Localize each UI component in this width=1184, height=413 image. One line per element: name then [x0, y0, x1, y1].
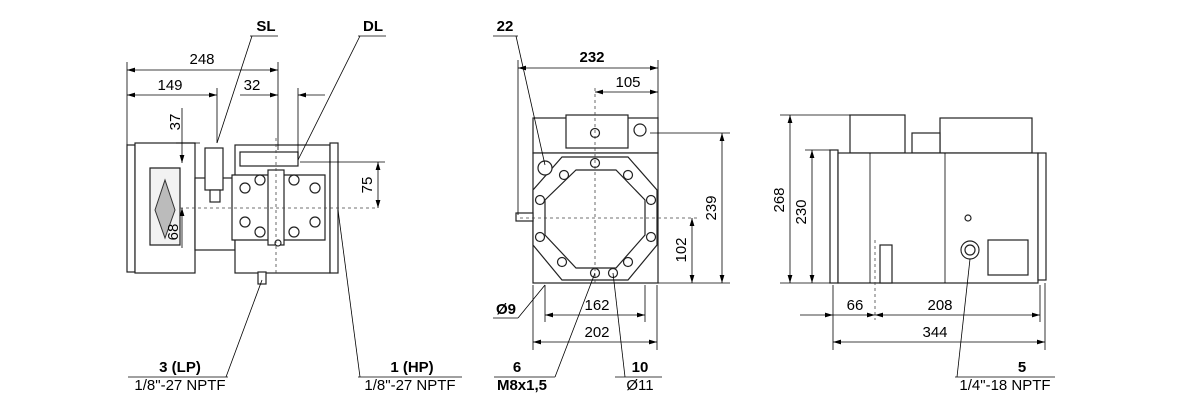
logo-icon	[154, 178, 176, 240]
label-22: 22	[497, 18, 514, 35]
dim-37: 37	[167, 114, 184, 131]
side-view: 248 149 32 37 68 75 SL DL 3 (LP) 1/8"-27…	[126, 18, 462, 394]
dim-268: 268	[771, 187, 788, 212]
dim-66: 66	[847, 297, 864, 314]
sight-glass-icon	[537, 160, 553, 176]
dim-344: 344	[922, 324, 947, 341]
discharge-valve	[239, 151, 299, 167]
front-view: 232 105 239 102 162 202 22 Ø9 6 M8x1,5 1…	[493, 18, 730, 394]
label-10: 10	[632, 359, 649, 376]
rear-view: 268 230 66 208 344 5 1/4"-18 NPTF	[771, 114, 1055, 394]
dim-105: 105	[615, 74, 640, 91]
dim-32: 32	[244, 77, 261, 94]
dim-75: 75	[359, 177, 376, 194]
dim-208: 208	[927, 297, 952, 314]
dim-68: 68	[165, 224, 182, 241]
label-lp-thread: 1/8"-27 NPTF	[134, 377, 225, 394]
label-lp: 3 (LP)	[159, 359, 201, 376]
label-dl: DL	[363, 18, 383, 35]
head-box	[939, 117, 1033, 154]
label-dia9: Ø9	[496, 301, 516, 318]
dim-230: 230	[793, 199, 810, 224]
dim-102: 102	[673, 237, 690, 262]
label-10-dia: Ø11	[626, 377, 653, 394]
label-sl: SL	[256, 18, 275, 35]
label-6: 6	[513, 359, 521, 376]
label-5: 5	[1018, 359, 1026, 376]
dim-149: 149	[157, 77, 182, 94]
label-hp: 1 (HP)	[390, 359, 433, 376]
terminal-box	[849, 114, 906, 154]
label-6-thread: M8x1,5	[497, 377, 547, 394]
head-bolts	[239, 174, 321, 238]
suction-valve	[204, 147, 224, 191]
dim-239: 239	[703, 195, 720, 220]
dim-162: 162	[584, 297, 609, 314]
lp-port	[257, 271, 267, 285]
label-hp-thread: 1/8"-27 NPTF	[364, 377, 455, 394]
dim-202: 202	[584, 324, 609, 341]
dim-232: 232	[579, 49, 604, 66]
oil-port	[515, 212, 534, 222]
label-5-thread: 1/4"-18 NPTF	[959, 377, 1050, 394]
dim-248: 248	[189, 51, 214, 68]
